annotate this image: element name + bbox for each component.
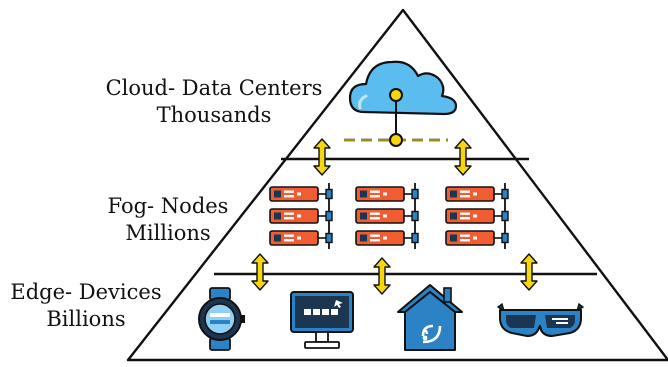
smartwatch-icon: [198, 287, 245, 351]
bidirectional-arrow-icon: [313, 138, 331, 176]
cloud-tier-count: Thousands: [156, 103, 272, 127]
bidirectional-arrow-icon: [454, 138, 472, 176]
bidirectional-arrow-icon: [520, 253, 538, 291]
smart-home-icon: [397, 284, 463, 351]
cloud-tier-name: Cloud- Data Centers: [105, 76, 323, 100]
fog-tier-label: Fog- Nodes Millions: [88, 193, 248, 247]
fog-tier-count: Millions: [125, 221, 211, 245]
bidirectional-arrow-icon: [373, 257, 391, 295]
edge-tier-count: Billions: [46, 307, 126, 331]
edge-tier-label: Edge- Devices Billions: [6, 279, 166, 333]
server-rack-icon: [446, 183, 508, 249]
pyramid-outline: [126, 8, 668, 362]
server-rack-icon: [356, 183, 418, 249]
monitor-icon: [290, 291, 354, 349]
cloud-network-icon: [344, 60, 458, 147]
bidirectional-arrow-icon: [251, 253, 269, 291]
server-rack-icon: [270, 183, 332, 249]
cloud-tier-label: Cloud- Data Centers Thousands: [95, 75, 333, 129]
vr-glasses-icon: [496, 302, 585, 337]
fog-tier-name: Fog- Nodes: [107, 194, 229, 218]
edge-tier-name: Edge- Devices: [10, 280, 162, 304]
